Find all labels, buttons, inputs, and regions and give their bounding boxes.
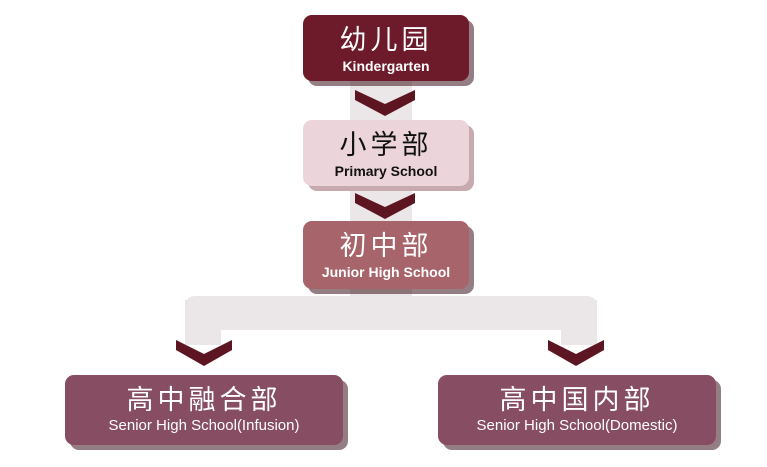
chevron-down-icon: [355, 90, 415, 116]
level-zh: 初中部: [339, 231, 433, 262]
level-zh: 高中融合部: [126, 385, 282, 416]
level-en: Primary School: [334, 163, 438, 179]
junior-high-box: 初中部 Junior High School: [303, 221, 469, 289]
chevron-down-icon: [176, 340, 232, 366]
level-en: Senior High School(Infusion): [108, 417, 300, 434]
level-zh: 幼儿园: [339, 25, 433, 56]
level-en: Junior High School: [321, 264, 451, 280]
chevron-down-icon: [548, 340, 604, 366]
connector-left-drop: [185, 300, 221, 345]
senior-high-domestic-box: 高中国内部 Senior High School(Domestic): [438, 375, 716, 445]
connector-right-drop: [561, 300, 597, 345]
level-zh: 高中国内部: [499, 385, 655, 416]
level-zh: 小学部: [339, 130, 433, 161]
level-en: Kindergarten: [342, 58, 430, 74]
kindergarten-box: 幼儿园 Kindergarten: [303, 15, 469, 81]
connector-horizontal: [185, 296, 597, 330]
primary-school-box: 小学部 Primary School: [303, 120, 469, 186]
senior-high-infusion-box: 高中融合部 Senior High School(Infusion): [65, 375, 343, 445]
level-en: Senior High School(Domestic): [476, 417, 678, 434]
chevron-down-icon: [355, 193, 415, 219]
